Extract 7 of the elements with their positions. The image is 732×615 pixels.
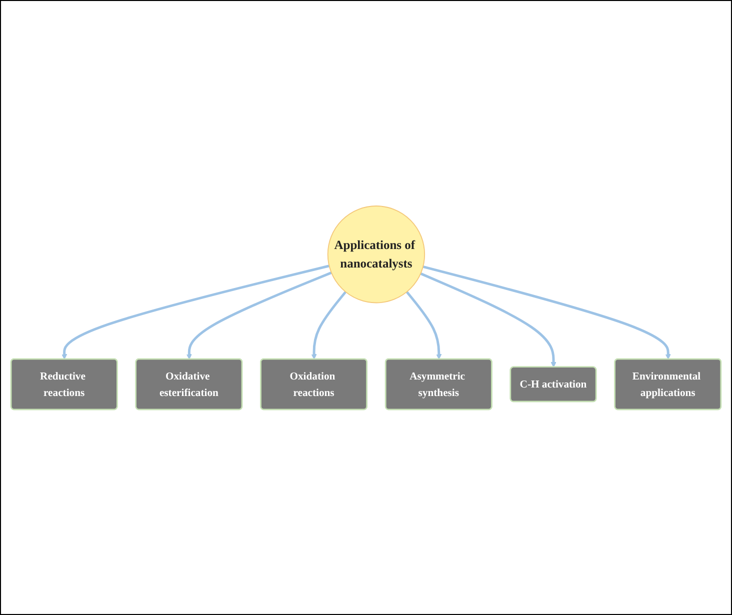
- arrow: [422, 265, 671, 360]
- arrow: [186, 271, 332, 360]
- arrow: [406, 290, 442, 360]
- arrow: [311, 290, 347, 360]
- node-circle: Applications of nanocatalysts: [327, 205, 426, 303]
- arrow: [420, 272, 556, 368]
- arrow: [62, 264, 330, 360]
